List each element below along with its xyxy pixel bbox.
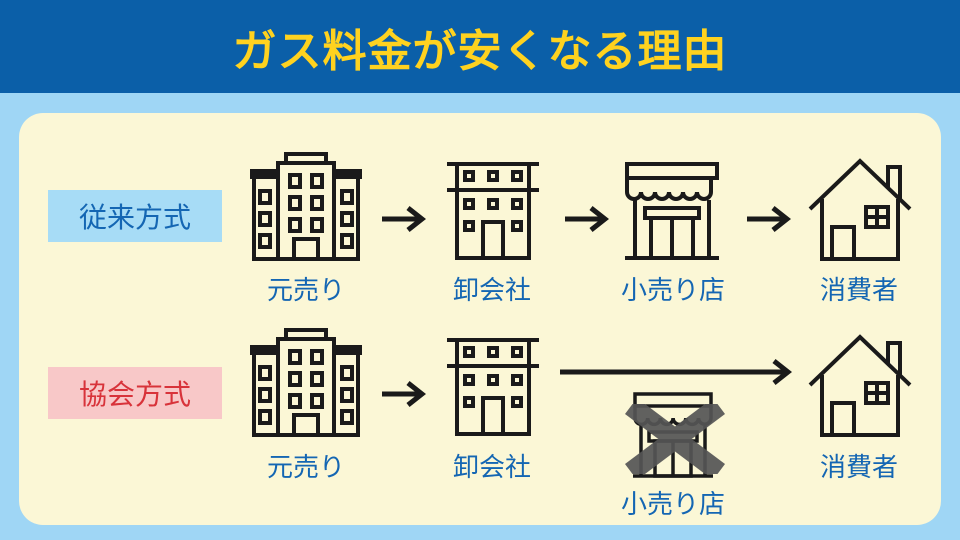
storefront-icon: [625, 162, 719, 260]
house-icon: [808, 334, 912, 437]
node-label-consumer: 消費者: [819, 276, 898, 306]
node-label-consumer: 消費者: [819, 453, 898, 483]
page-title: ガス料金が安くなる理由: [232, 25, 728, 77]
bypass-arrow-icon: [560, 359, 792, 385]
tag-traditional: 従来方式: [48, 190, 222, 242]
node-label-producer: 元売り: [266, 453, 345, 483]
node-label-retailer: 小売り店: [620, 276, 725, 306]
office-building-icon: [250, 152, 362, 261]
house-icon: [808, 158, 912, 261]
office-building-icon: [250, 328, 362, 437]
apartment-building-icon: [447, 338, 539, 436]
node-label-wholesaler: 卸会社: [452, 453, 531, 483]
arrow-right-icon: [382, 381, 426, 407]
diagram-panel: [19, 113, 941, 525]
tag-association: 協会方式: [48, 367, 222, 419]
arrow-right-icon: [747, 206, 791, 232]
apartment-building-icon: [447, 162, 539, 260]
cross-mark-icon: [625, 404, 725, 474]
title-banner: ガス料金が安くなる理由: [0, 0, 960, 93]
arrow-right-icon: [565, 206, 609, 232]
node-label-producer: 元売り: [266, 276, 345, 306]
arrow-right-icon: [382, 206, 426, 232]
node-label-wholesaler: 卸会社: [452, 276, 531, 306]
node-label-retailer-skipped: 小売り店: [620, 490, 725, 520]
